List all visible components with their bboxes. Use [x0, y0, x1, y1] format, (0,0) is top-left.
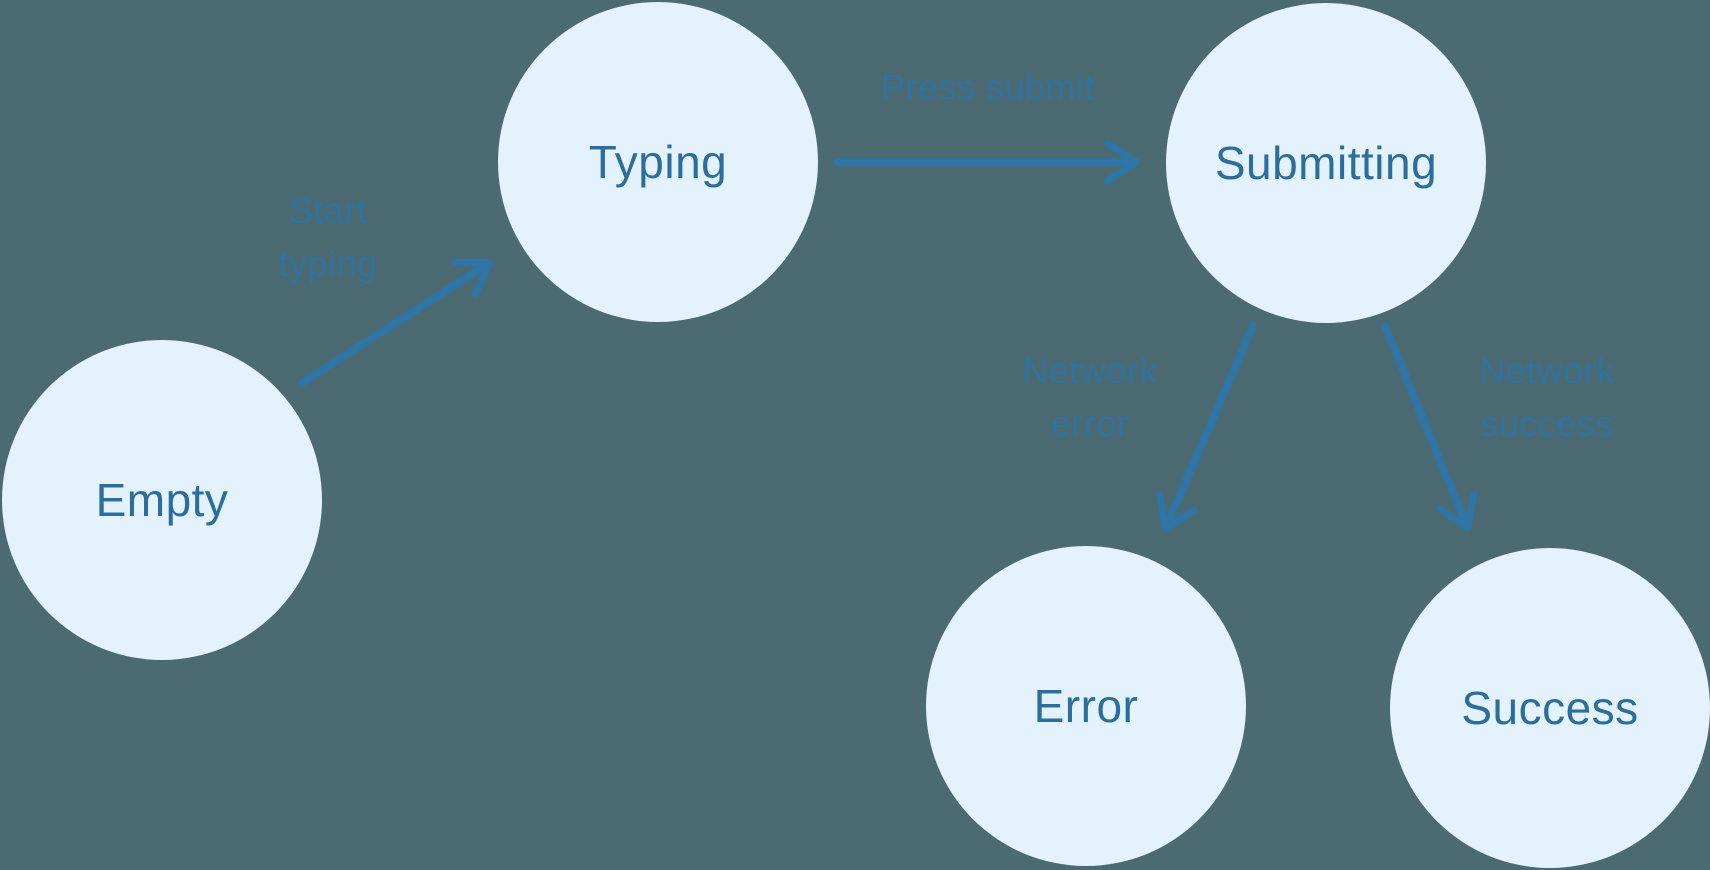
state-node-success[interactable]: Success — [1390, 548, 1710, 868]
edge-label-network-error: Network error — [1022, 350, 1158, 444]
edge-arrow-network-error — [1155, 322, 1257, 533]
state-label-typing: Typing — [588, 136, 728, 188]
state-label-success: Success — [1461, 682, 1639, 734]
state-node-typing[interactable]: Typing — [498, 2, 818, 322]
state-node-error[interactable]: Error — [926, 546, 1246, 866]
state-label-empty: Empty — [95, 474, 229, 526]
state-node-submitting[interactable]: Submitting — [1166, 3, 1486, 323]
state-node-empty[interactable]: Empty — [2, 340, 322, 660]
edge-label-network-success: Network success — [1479, 350, 1615, 444]
edge-arrow-network-success — [1381, 322, 1478, 532]
state-label-error: Error — [1033, 680, 1139, 732]
state-label-submitting: Submitting — [1214, 137, 1438, 189]
edge-label-start-typing: Start typing — [278, 190, 378, 284]
edge-label-press-submit: Press submit — [880, 66, 1096, 108]
